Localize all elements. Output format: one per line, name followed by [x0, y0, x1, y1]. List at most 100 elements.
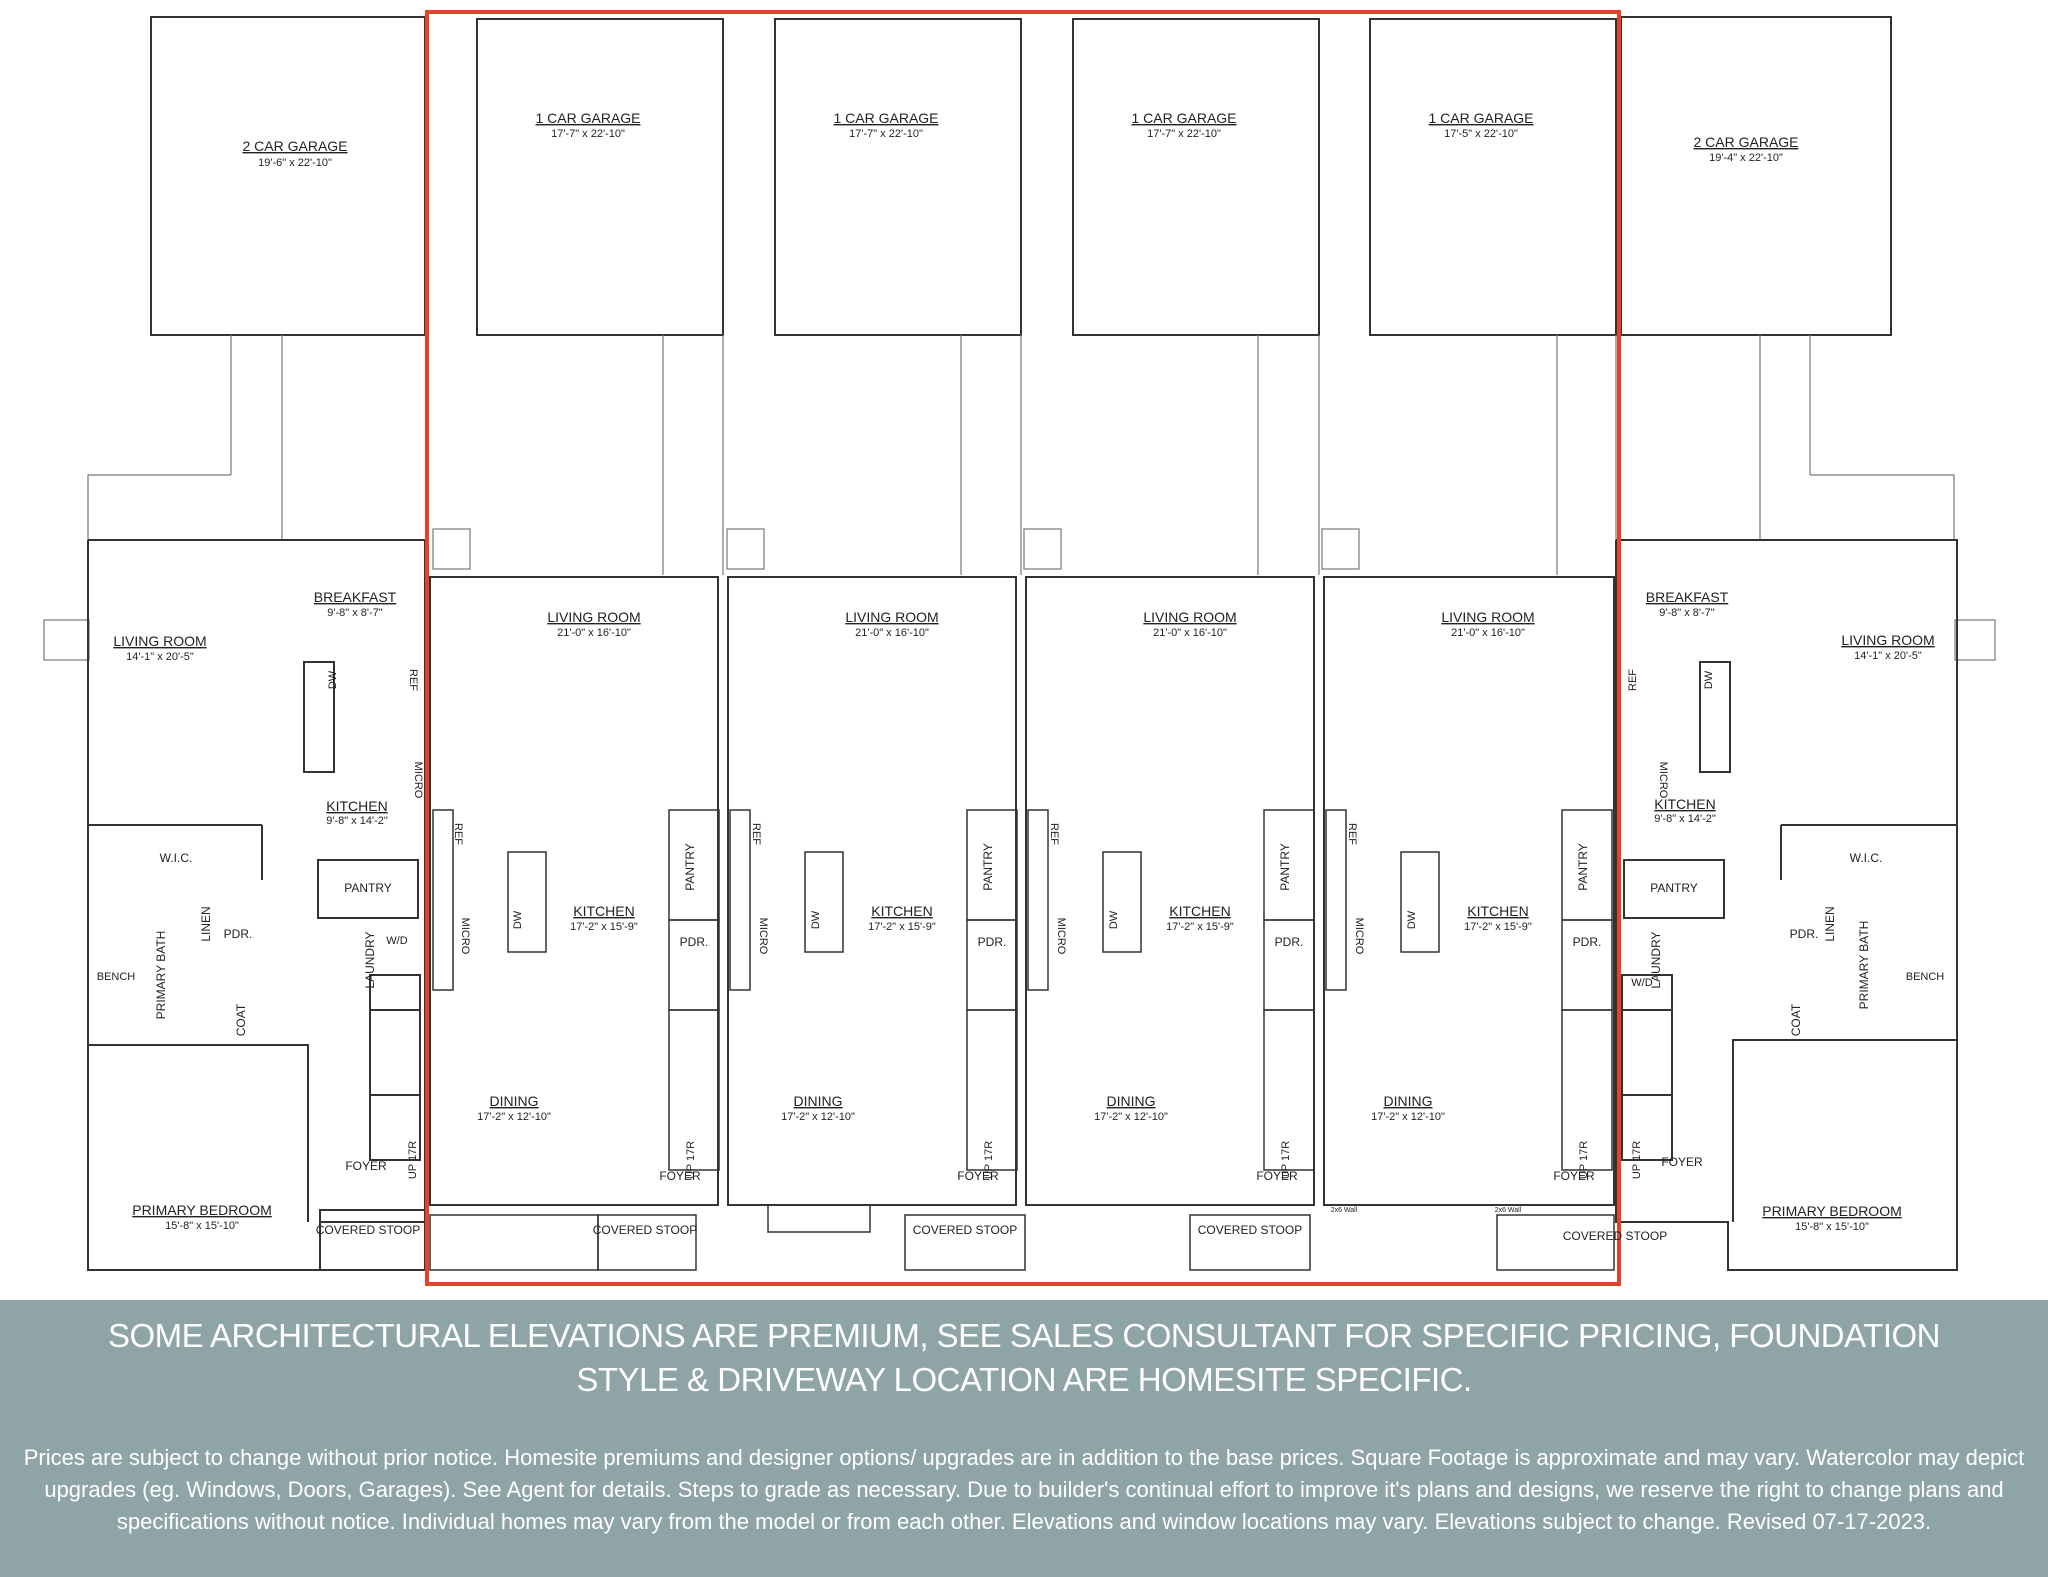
living-room-dim: 21'-0" x 16'-10"	[557, 627, 631, 639]
living-room-label: LIVING ROOM	[1841, 632, 1934, 648]
pantry-label: PANTRY	[981, 843, 995, 891]
wic-label: W.I.C.	[1850, 851, 1883, 865]
kitchen-dim: 17'-2" x 15'-9"	[1464, 921, 1532, 933]
living-room-label: LIVING ROOM	[1441, 609, 1534, 625]
dining-label: DINING	[1384, 1093, 1433, 1109]
kitchen-label: KITCHEN	[326, 798, 387, 814]
foyer-label: FOYER	[659, 1169, 701, 1183]
stair-label: UP 17R	[983, 1141, 995, 1179]
coat-label: COAT	[1789, 1003, 1803, 1036]
foyer-label: FOYER	[957, 1169, 999, 1183]
stair-label: UP 17R	[1578, 1141, 1590, 1179]
laundry-label: LAUNDRY	[1649, 931, 1663, 988]
garage-dim: 17'-7" x 22'-10"	[849, 128, 923, 140]
garage-dim: 19'-6" x 22'-10"	[258, 157, 332, 169]
kitchen-island	[507, 851, 547, 953]
breakfast-label: BREAKFAST	[1646, 589, 1729, 605]
pantry-label: PANTRY	[1650, 881, 1698, 895]
ref-label: REF	[452, 823, 464, 845]
ref-label: REF	[750, 823, 762, 845]
end-unit-left-labels: LIVING ROOM 14'-1" x 20'-5" BREAKFAST 9'…	[97, 589, 424, 1237]
kitchen-label: KITCHEN	[573, 903, 634, 919]
bedroom-dim: 15'-8" x 15'-10"	[1795, 1221, 1869, 1233]
wic-label: W.I.C.	[160, 851, 193, 865]
disclaimer-banner: SOME ARCHITECTURAL ELEVATIONS ARE PREMIU…	[0, 1300, 2048, 1577]
interior-unit-labels: LIVING ROOM 21'-0" x 16'-10" KITCHEN 17'…	[452, 609, 1667, 1243]
ref-label: REF	[407, 669, 419, 691]
living-room-dim: 21'-0" x 16'-10"	[1153, 627, 1227, 639]
living-room-label: LIVING ROOM	[547, 609, 640, 625]
dw-label: DW	[327, 670, 339, 689]
pdr-label: PDR.	[1573, 935, 1602, 949]
laundry-label: LAUNDRY	[363, 931, 377, 988]
kitchen-dim: 17'-2" x 15'-9"	[868, 921, 936, 933]
garage-outline	[1072, 18, 1320, 336]
garage-outline	[1369, 18, 1617, 336]
dw-label: DW	[810, 910, 822, 929]
pdr-label: PDR.	[1275, 935, 1304, 949]
pantry-label: PANTRY	[1576, 843, 1590, 891]
kitchen-island	[804, 851, 844, 953]
garage-outline	[150, 16, 426, 336]
garage-label: 2 CAR GARAGE	[1693, 134, 1798, 150]
living-room-dim: 14'-1" x 20'-5"	[1854, 650, 1922, 662]
ref-label: REF	[1048, 823, 1060, 845]
kitchen-dim: 17'-2" x 15'-9"	[1166, 921, 1234, 933]
bedroom-dim: 15'-8" x 15'-10"	[165, 1220, 239, 1232]
kitchen-island	[1102, 851, 1142, 953]
garage-label: 1 CAR GARAGE	[833, 110, 938, 126]
micro-label: MICRO	[757, 918, 769, 955]
garage-label: 2 CAR GARAGE	[242, 138, 347, 154]
stair-label: UP 17R	[1280, 1141, 1292, 1179]
garage-label: 1 CAR GARAGE	[1428, 110, 1533, 126]
highlight-outline	[425, 10, 1621, 1286]
pdr-label: PDR.	[978, 935, 1007, 949]
coat-label: COAT	[234, 1003, 248, 1036]
breakfast-dim: 9'-8" x 8'-7"	[327, 607, 383, 619]
dining-label: DINING	[490, 1093, 539, 1109]
micro-label: MICRO	[1055, 918, 1067, 955]
garage-label: 1 CAR GARAGE	[535, 110, 640, 126]
floor-plan: 2 CAR GARAGE 19'-6" x 22'-10" 1 CAR GARA…	[43, 10, 1996, 1286]
wall-notes: 2x6 Wall 2x6 Wall	[1331, 1207, 1522, 1214]
bench-label: BENCH	[1906, 971, 1945, 983]
foyer-label: FOYER	[345, 1159, 387, 1173]
bath-label: PRIMARY BATH	[1857, 921, 1871, 1010]
garage-dim: 17'-7" x 22'-10"	[1147, 128, 1221, 140]
breakfast-dim: 9'-8" x 8'-7"	[1659, 607, 1715, 619]
stoop-label: COVERED STOOP	[1198, 1223, 1302, 1237]
garage-labels: 2 CAR GARAGE 19'-6" x 22'-10" 1 CAR GARA…	[242, 110, 1798, 169]
dining-dim: 17'-2" x 12'-10"	[1094, 1111, 1168, 1123]
kitchen-label: KITCHEN	[871, 903, 932, 919]
garage-dim: 17'-7" x 22'-10"	[551, 128, 625, 140]
garage-outline	[774, 18, 1022, 336]
stair-label: UP 17R	[407, 1141, 419, 1179]
stoop-label: COVERED STOOP	[316, 1223, 420, 1237]
banner-headline: SOME ARCHITECTURAL ELEVATIONS ARE PREMIU…	[107, 1317, 1941, 1398]
micro-label: MICRO	[459, 918, 471, 955]
kitchen-island	[1400, 851, 1440, 953]
stoop-label: COVERED STOOP	[1563, 1229, 1667, 1243]
dw-label: DW	[1703, 670, 1715, 689]
stair-label: UP 17R	[1631, 1141, 1643, 1179]
garage-label: 1 CAR GARAGE	[1131, 110, 1236, 126]
kitchen-label: KITCHEN	[1654, 796, 1715, 812]
pantry-label: PANTRY	[1278, 843, 1292, 891]
kitchen-island	[1699, 661, 1731, 773]
garage-outline	[476, 18, 724, 336]
living-room-dim: 21'-0" x 16'-10"	[855, 627, 929, 639]
pantry-label: PANTRY	[344, 881, 392, 895]
kitchen-label: KITCHEN	[1169, 903, 1230, 919]
foyer-label: FOYER	[1661, 1155, 1703, 1169]
wall-note: 2x6 Wall	[1495, 1207, 1522, 1214]
garage-outline	[1620, 16, 1892, 336]
dining-dim: 17'-2" x 12'-10"	[1371, 1111, 1445, 1123]
garage-dim: 17'-5" x 22'-10"	[1444, 128, 1518, 140]
linen-label: LINEN	[1823, 906, 1837, 941]
bedroom-label: PRIMARY BEDROOM	[132, 1202, 272, 1218]
micro-label: MICRO	[1657, 762, 1669, 799]
ref-label: REF	[1346, 823, 1358, 845]
stoop-label: COVERED STOOP	[593, 1223, 697, 1237]
micro-label: MICRO	[1353, 918, 1365, 955]
living-room-dim: 21'-0" x 16'-10"	[1451, 627, 1525, 639]
